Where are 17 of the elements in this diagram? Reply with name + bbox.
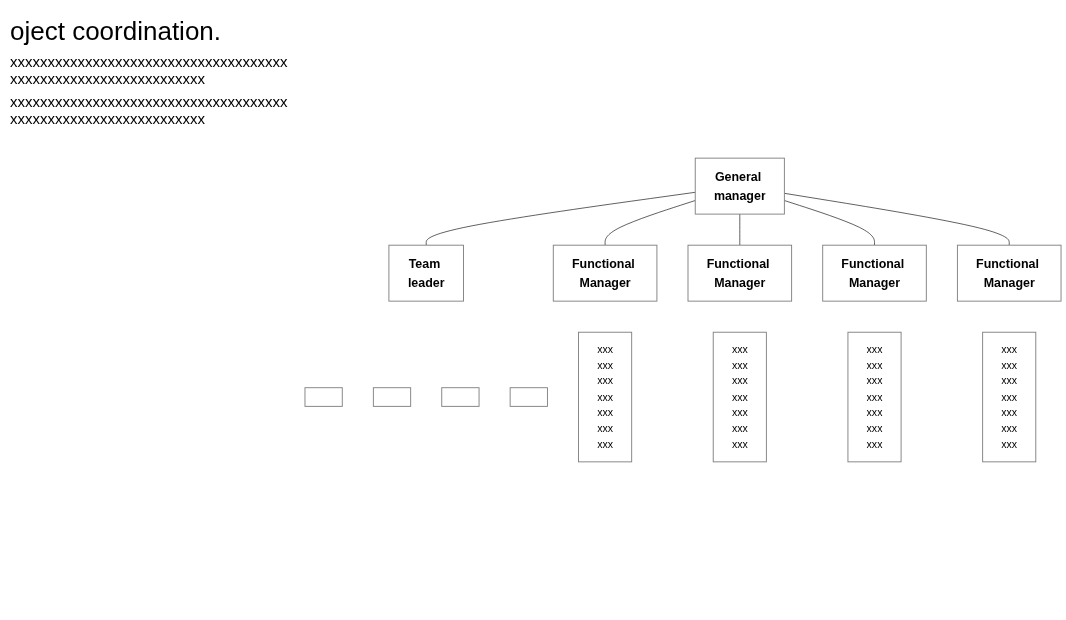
node-box: Team leader: [388, 244, 464, 302]
node-box: xxx xxx xxx xxx xxx xxx xxx: [712, 331, 767, 463]
text-row-text: xxxxxxxxxxxxxxxxxxxxxxxxxxxxxxxxxxxxxxxxxxxxxxxxxxxxxxxxxxxxxxx: [10, 93, 289, 127]
node-box: [509, 387, 548, 407]
node-box: xxx xxx xxx xxx xxx xxx xxx: [982, 331, 1037, 463]
node-box: xxx xxx xxx xxx xxx xxx xxx: [578, 331, 633, 463]
node-box: [304, 387, 343, 407]
text-row-text: xxxxxxxxxxxxxxxxxxxxxxxxxxxxxxxxxxxxxxxxxxxxxxxxxxxxxxxxxxxxxxx: [10, 53, 289, 87]
node-box: General manager: [694, 157, 785, 215]
node-box: [372, 387, 412, 407]
node-box: [441, 387, 480, 407]
node-box: xxx xxx xxx xxx xxx xxx xxx: [847, 331, 902, 463]
node-box: Functional Manager: [552, 244, 658, 302]
node-box: Functional Manager: [822, 244, 927, 302]
slide-text: oject coordination.: [10, 16, 223, 47]
node-box: Functional Manager: [687, 244, 793, 302]
node-box: Functional Manager: [956, 244, 1062, 302]
